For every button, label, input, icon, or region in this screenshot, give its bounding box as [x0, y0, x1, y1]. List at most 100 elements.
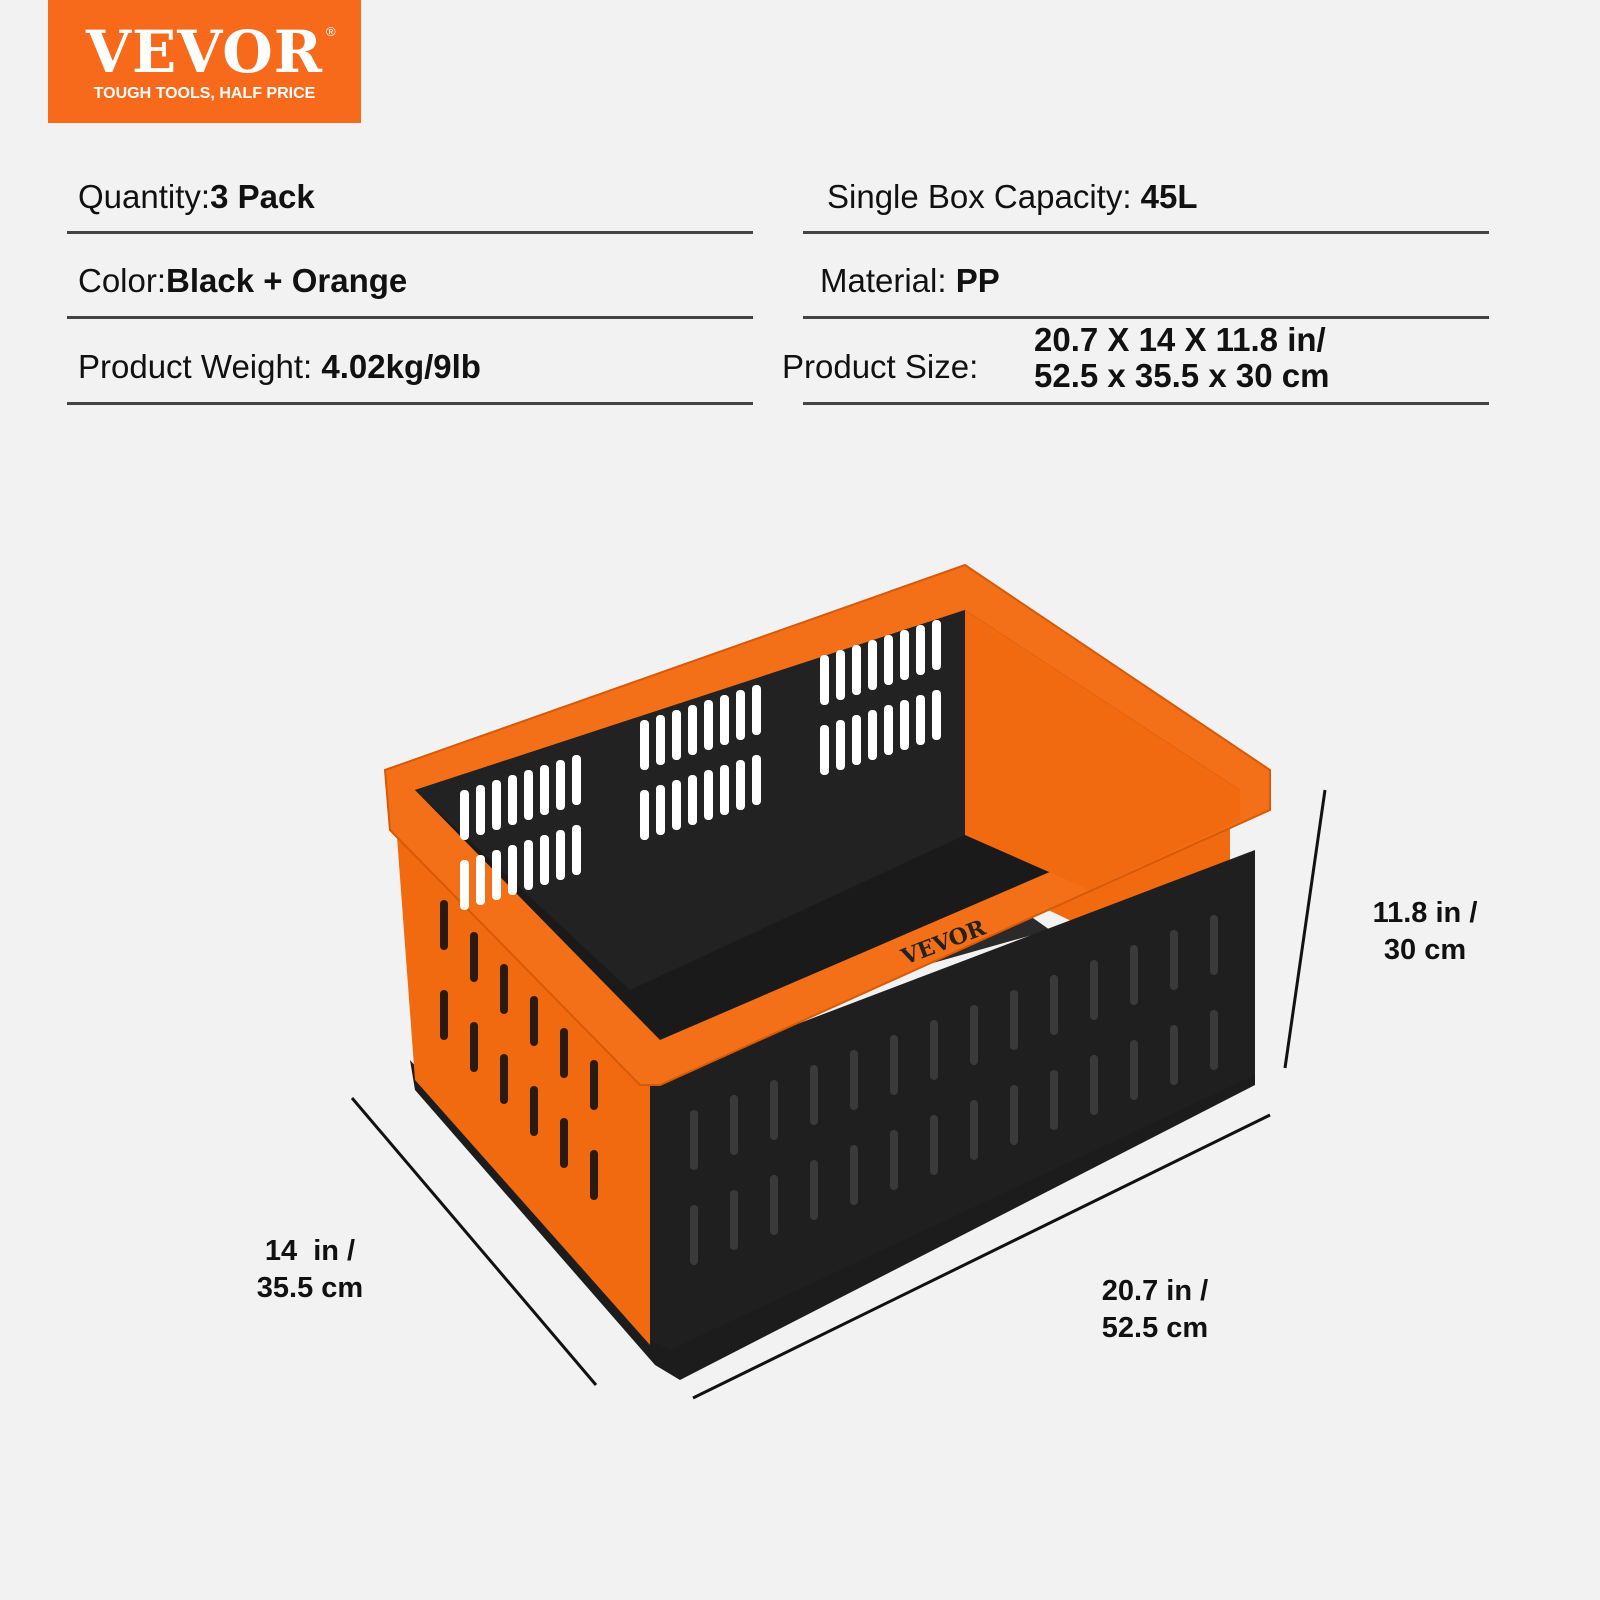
vent-slot [932, 620, 941, 670]
vent-slot [1090, 960, 1098, 1020]
length-cm: 52.5 cm [1101, 1312, 1209, 1344]
vent-slot [916, 625, 925, 675]
height-cm: 30 cm [1383, 934, 1467, 966]
vent-slot [1090, 1055, 1098, 1115]
vent-slot [640, 790, 649, 840]
vent-slot [970, 1005, 978, 1065]
vent-slot [556, 830, 565, 880]
divider [803, 231, 1489, 234]
vent-slot [500, 964, 508, 1014]
divider [803, 316, 1489, 319]
vent-slot [1010, 1085, 1018, 1145]
vent-slot [524, 840, 533, 890]
vent-slot [820, 725, 829, 775]
spec-value: PP [955, 262, 1000, 299]
vent-slot [1050, 975, 1058, 1035]
vent-slot [688, 775, 697, 825]
vent-slot [1170, 1025, 1178, 1085]
vent-slot [672, 780, 681, 830]
vent-slot [836, 720, 845, 770]
length-label: 20.7 in / 52.5 cm [1075, 1273, 1235, 1347]
crate-side-face [395, 810, 650, 1345]
vent-slot [440, 900, 448, 950]
spec-weight: Product Weight: 4.02kg/9lb [78, 348, 481, 386]
vent-slot [476, 785, 485, 835]
vent-slots [440, 620, 1218, 1265]
vent-slot [752, 685, 761, 735]
vent-slot [890, 1035, 898, 1095]
size-cm: 52.5 x 35.5 x 30 cm [1034, 357, 1330, 394]
vent-slot [656, 715, 665, 765]
vent-slot [656, 785, 665, 835]
spec-label: Material: [820, 262, 947, 299]
vent-slot [916, 695, 925, 745]
divider [67, 231, 753, 234]
vent-slot [1130, 945, 1138, 1005]
width-in: 14 in / [264, 1235, 356, 1267]
height-dimension-line [1283, 789, 1327, 1069]
logo-wordmark: VEVOR [86, 18, 323, 86]
height-label: 11.8 in / 30 cm [1350, 895, 1500, 969]
vent-slot [690, 1110, 698, 1170]
vent-slot [470, 932, 478, 982]
crate-front-face [650, 850, 1255, 1350]
vent-slot [730, 1190, 738, 1250]
vent-slot [932, 690, 941, 740]
vent-slot [730, 1095, 738, 1155]
length-dimension-line [692, 1113, 1271, 1400]
height-in: 11.8 in / [1372, 897, 1478, 929]
vent-slot [850, 1145, 858, 1205]
logo-tagline: TOUGH TOOLS, HALF PRICE [93, 85, 316, 102]
vent-slot [736, 760, 745, 810]
vent-slot [810, 1160, 818, 1220]
vent-slot [930, 1115, 938, 1175]
vent-slot [492, 850, 501, 900]
vent-slot [1210, 1010, 1218, 1070]
vent-slot [852, 645, 861, 695]
registered-mark: ® [326, 24, 336, 39]
vent-slot [640, 720, 649, 770]
spec-value: 3 Pack [210, 178, 315, 215]
vent-slot [508, 845, 517, 895]
vent-slot [460, 790, 469, 840]
vent-slot [560, 1028, 568, 1078]
vent-slot [540, 765, 549, 815]
vent-slot [704, 700, 713, 750]
vent-slot [524, 770, 533, 820]
vent-slot [1010, 990, 1018, 1050]
spec-capacity: Single Box Capacity: 45L [827, 178, 1198, 216]
spec-quantity: Quantity:3 Pack [78, 178, 315, 216]
vent-slot [900, 630, 909, 680]
vent-slot [470, 1022, 478, 1072]
vent-slot [900, 700, 909, 750]
spec-value: 45L [1140, 178, 1198, 215]
vent-slot [720, 765, 729, 815]
vent-slot [1050, 1070, 1058, 1130]
vent-slot [688, 705, 697, 755]
vent-slot [820, 655, 829, 705]
divider [67, 316, 753, 319]
divider [67, 402, 753, 405]
vent-slot [560, 1118, 568, 1168]
vent-slot [572, 825, 581, 875]
vent-slot [492, 780, 501, 830]
vent-slot [810, 1065, 818, 1125]
spec-label: Color: [78, 262, 167, 299]
vent-slot [672, 710, 681, 760]
vent-slot [868, 710, 877, 760]
spec-size-label: Product Size: [782, 348, 979, 385]
vent-slot [890, 1130, 898, 1190]
spec-label: Product Weight: [78, 348, 313, 385]
spec-material: Material: PP [820, 262, 1000, 300]
vent-slot [850, 1050, 858, 1110]
vent-slot [704, 770, 713, 820]
spec-label: Quantity: [78, 178, 211, 215]
spec-label: Single Box Capacity: [827, 178, 1132, 215]
spec-size-value: 20.7 X 14 X 11.8 in/ 52.5 x 35.5 x 30 cm [1034, 322, 1329, 394]
spec-value: 4.02kg/9lb [321, 348, 481, 385]
vent-slot [770, 1175, 778, 1235]
vent-slot [884, 635, 893, 685]
vent-slot [508, 775, 517, 825]
spec-color: Color:Black + Orange [78, 262, 407, 300]
